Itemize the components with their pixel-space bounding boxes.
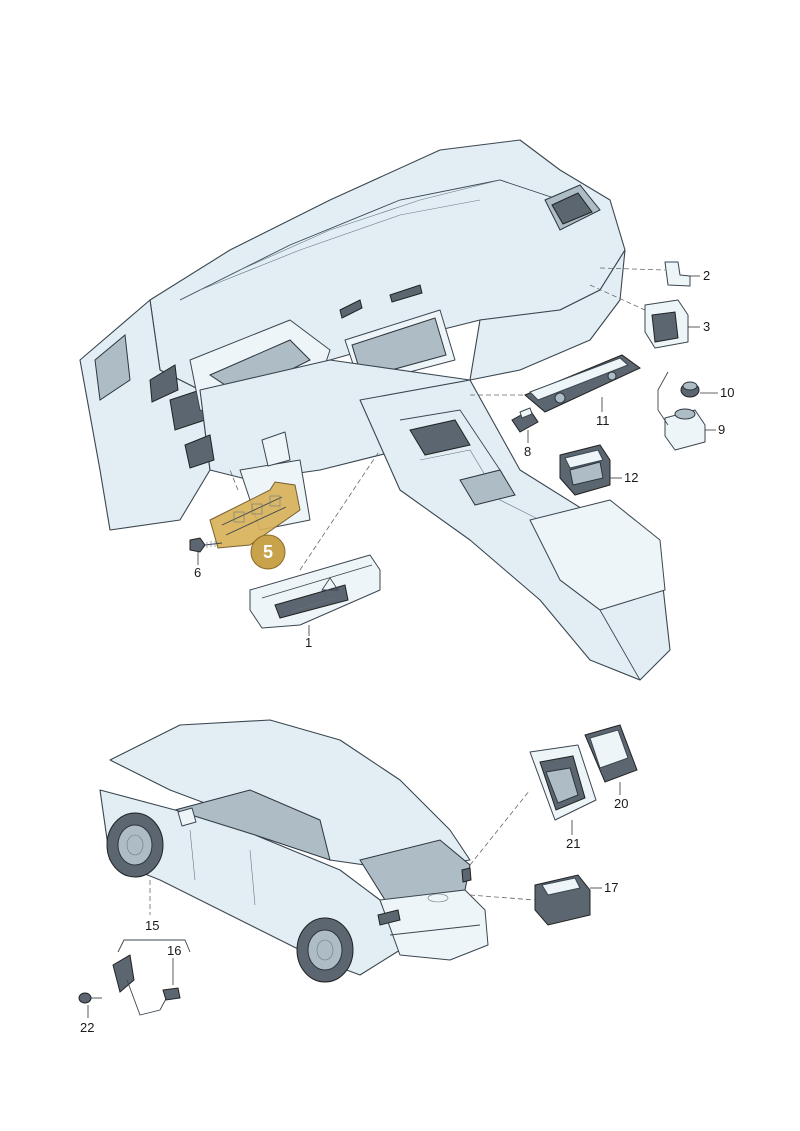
callout-6: 6: [194, 565, 201, 580]
part-1-switch-unit[interactable]: [249, 554, 381, 629]
part-20-21-wiring-harness[interactable]: [112, 954, 181, 1016]
part-3-switch[interactable]: [644, 299, 689, 349]
callout-16: 20: [614, 796, 628, 811]
callout-9: 9: [718, 422, 725, 437]
part-12-switch-block[interactable]: [559, 444, 611, 496]
callout-12: 12: [624, 470, 638, 485]
callout-2: 2: [703, 268, 710, 283]
dashboard-leader-lines: [197, 267, 718, 636]
callout-15: 17: [604, 880, 618, 895]
car-illustration: [99, 719, 489, 983]
callout-8: 8: [524, 444, 531, 459]
car-callouts: 20 21 17 15 16 22: [80, 796, 628, 1035]
part-8-switch[interactable]: [511, 407, 539, 433]
part-10-cap[interactable]: [680, 381, 700, 398]
part-5-label: 5: [263, 542, 273, 562]
part-15-switch[interactable]: [534, 874, 591, 926]
part-5-light-switch-panel[interactable]: [209, 481, 301, 549]
part-22-screw[interactable]: [78, 992, 102, 1004]
callout-22: 22: [80, 1020, 94, 1035]
callout-17: 21: [566, 836, 580, 851]
dashboard-callouts: 2 3 10 9 11 8 12 6 1: [194, 268, 734, 650]
part-5-badge[interactable]: 5: [250, 534, 286, 570]
part-17-trim-bezel[interactable]: [529, 744, 597, 821]
part-16-switch[interactable]: [584, 724, 638, 783]
callout-11: 11: [596, 413, 610, 428]
part-2-bracket[interactable]: [664, 261, 691, 287]
car-leader-lines: [87, 782, 621, 1018]
callout-10: 10: [720, 385, 734, 400]
part-6-screw[interactable]: [189, 537, 223, 553]
callout-3: 3: [703, 319, 710, 334]
dashboard-illustration: [79, 139, 671, 681]
part-11-trim-panel[interactable]: [524, 354, 641, 413]
callout-21: 16: [167, 943, 181, 958]
callout-20: 15: [145, 918, 159, 933]
part-9-rotary-switch[interactable]: [664, 408, 706, 451]
callout-1: 1: [305, 635, 312, 650]
